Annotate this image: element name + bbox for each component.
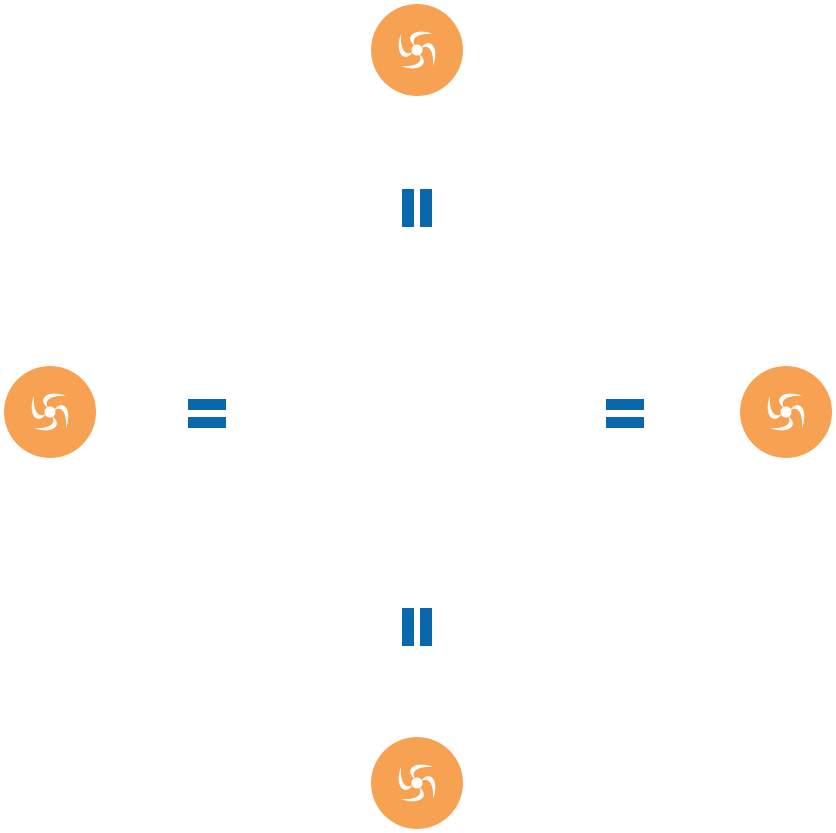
swirl-node-bottom — [371, 737, 463, 829]
swirl-node-right — [740, 366, 832, 458]
parallel-bars-icon — [402, 189, 432, 227]
swirl-icon — [371, 4, 463, 96]
parallel-bars-icon — [402, 608, 432, 646]
parallel-connector-top — [402, 189, 432, 227]
swirl-node-top — [371, 4, 463, 96]
swirl-node-left — [4, 366, 96, 458]
parallel-connector-bottom — [402, 608, 432, 646]
equals-bars-icon — [606, 399, 644, 428]
equals-connector-right — [606, 399, 644, 428]
swirl-icon — [4, 366, 96, 458]
equals-bars-icon — [188, 399, 226, 428]
equals-connector-left — [188, 399, 226, 428]
swirl-icon — [371, 737, 463, 829]
swirl-icon — [740, 366, 832, 458]
